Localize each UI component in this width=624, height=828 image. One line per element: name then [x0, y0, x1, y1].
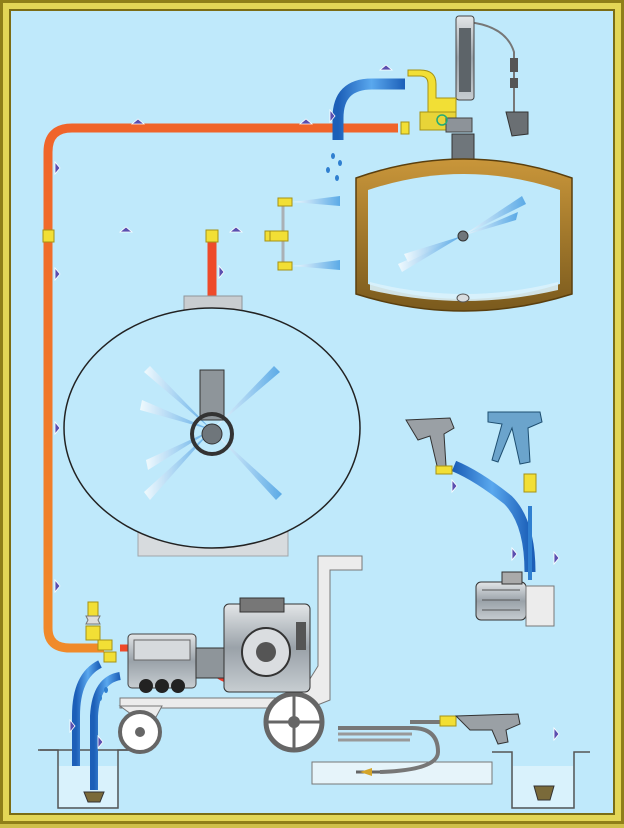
rotation-indicator	[436, 114, 448, 126]
water-gun-icon	[487, 411, 543, 465]
flow-arrow-icon	[511, 546, 518, 562]
cable-connector	[510, 78, 518, 88]
flow-arrow-icon	[218, 264, 225, 280]
sump-outline	[492, 751, 590, 809]
spray-jet	[292, 260, 340, 270]
spray-nozzle-icon	[277, 197, 293, 207]
motor-icon	[475, 581, 527, 621]
flow-arrow-icon	[97, 734, 104, 750]
wine-cask	[355, 158, 573, 312]
valve-body	[445, 117, 473, 133]
junction-top-right	[400, 121, 410, 135]
flow-arrow-icon	[553, 550, 560, 566]
ground-channel	[311, 761, 493, 785]
hose-reel-icon	[338, 726, 441, 774]
flow-arrow-icon	[378, 64, 394, 71]
submersible-pump-assembly	[407, 15, 529, 297]
pipe-junctions	[42, 121, 410, 243]
plug-icon	[505, 111, 529, 137]
flow-arrow-icon	[54, 160, 61, 176]
flow-arrow-icon	[228, 226, 244, 233]
motor-body	[459, 28, 471, 92]
filter-icon	[533, 785, 555, 801]
pressure-washer-cart	[118, 555, 363, 754]
junction-left	[42, 229, 55, 243]
lance-foot	[456, 293, 470, 303]
spray-nozzle-manifold	[269, 196, 340, 271]
wash-head-body	[199, 369, 225, 421]
cask-water-level	[370, 282, 558, 301]
cart-frame	[119, 555, 363, 709]
flow-arrow-icon	[451, 478, 458, 494]
flow-arrow-icon	[69, 718, 76, 734]
nozzle-tee	[269, 230, 289, 242]
flow-arrow-icon	[54, 420, 61, 436]
spray-jet	[292, 196, 340, 206]
filter-icon	[83, 791, 105, 803]
elbow-fitting	[407, 69, 457, 113]
hot-main-pipe	[43, 123, 398, 653]
unloader-valve	[85, 601, 117, 663]
cable-connector	[510, 58, 518, 72]
water-drips	[326, 153, 342, 181]
power-cable	[467, 21, 515, 112]
flow-arrow-icon	[130, 118, 146, 125]
spray-gun-icon	[454, 713, 521, 745]
flow-arrow-icon	[54, 266, 61, 282]
flow-arrow-icon	[118, 226, 134, 233]
flow-arrows-hot	[54, 118, 314, 594]
rotary-wash-head-icon	[190, 412, 234, 456]
cask-spray-jets	[398, 196, 526, 272]
junction-center	[205, 229, 219, 243]
right-wash-station	[405, 411, 590, 809]
return-pipe	[72, 660, 103, 766]
flow-arrow-icon	[329, 108, 336, 124]
flow-arrow-icon	[298, 118, 314, 125]
large-tank	[63, 295, 361, 557]
overflow-return	[326, 64, 405, 181]
flow-arrow-icon	[54, 578, 61, 594]
overflow-pipe	[332, 78, 405, 140]
flow-arrow-icon	[553, 726, 560, 742]
pump-icon	[525, 585, 555, 627]
spray-nozzle-icon	[277, 261, 293, 271]
suction-pipe	[90, 672, 121, 790]
rotary-wash-head-icon	[457, 230, 469, 242]
sump-left	[38, 660, 136, 809]
hose-reel-assembly	[311, 713, 521, 785]
wash-head-hub	[201, 423, 223, 445]
